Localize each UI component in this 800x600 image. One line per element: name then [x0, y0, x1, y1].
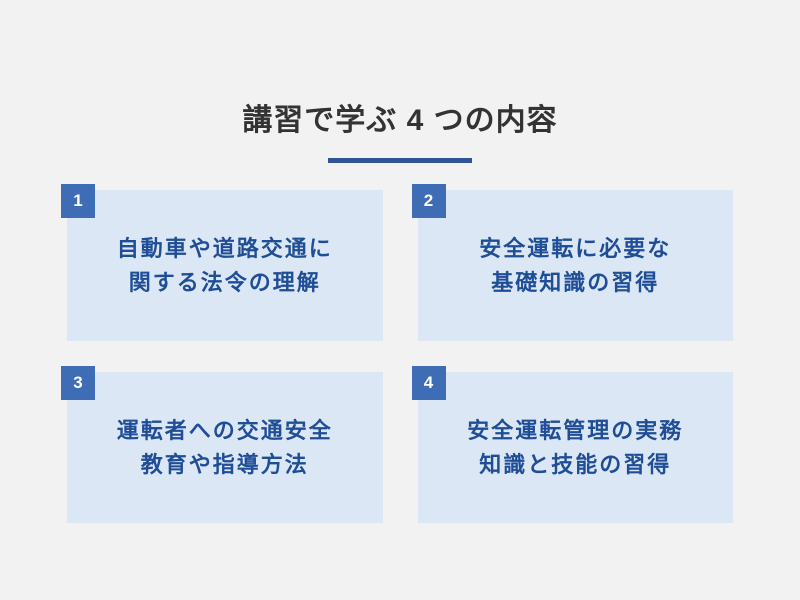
card-2-number-badge: 2 [411, 184, 446, 218]
card-1-text: 自動車や道路交通に 関する法令の理解 [117, 232, 333, 300]
card-1: 1 自動車や道路交通に 関する法令の理解 [61, 184, 383, 341]
card-3-line-2: 教育や指導方法 [140, 451, 309, 477]
card-4-number-badge: 4 [411, 366, 446, 400]
card-1-line-2: 関する法令の理解 [128, 269, 321, 295]
card-3-number-badge: 3 [61, 366, 95, 400]
card-2: 2 安全運転に必要な 基礎知識の習得 [411, 184, 733, 341]
card-1-number-badge: 1 [61, 184, 95, 218]
title-block: 講習で学ぶ 4 つの内容 [0, 0, 800, 163]
card-2-line-1: 安全運転に必要な [479, 235, 672, 261]
card-4-line-1: 安全運転管理の実務 [467, 417, 684, 443]
card-4-text: 安全運転管理の実務 知識と技能の習得 [467, 414, 683, 482]
card-2-text: 安全運転に必要な 基礎知識の習得 [479, 232, 671, 300]
card-3-text: 運転者への交通安全 教育や指導方法 [117, 414, 333, 482]
card-4: 4 安全運転管理の実務 知識と技能の習得 [411, 366, 733, 523]
title-underline [328, 158, 472, 163]
card-2-line-2: 基礎知識の習得 [491, 269, 660, 295]
card-3-line-1: 運転者への交通安全 [116, 417, 333, 443]
card-1-line-1: 自動車や道路交通に [116, 235, 333, 261]
card-grid: 1 自動車や道路交通に 関する法令の理解 2 安全運転に必要な 基礎知識の習得 … [61, 184, 733, 523]
card-3: 3 運転者への交通安全 教育や指導方法 [61, 366, 383, 523]
page-title: 講習で学ぶ 4 つの内容 [242, 104, 558, 137]
card-4-line-2: 知識と技能の習得 [479, 451, 672, 477]
